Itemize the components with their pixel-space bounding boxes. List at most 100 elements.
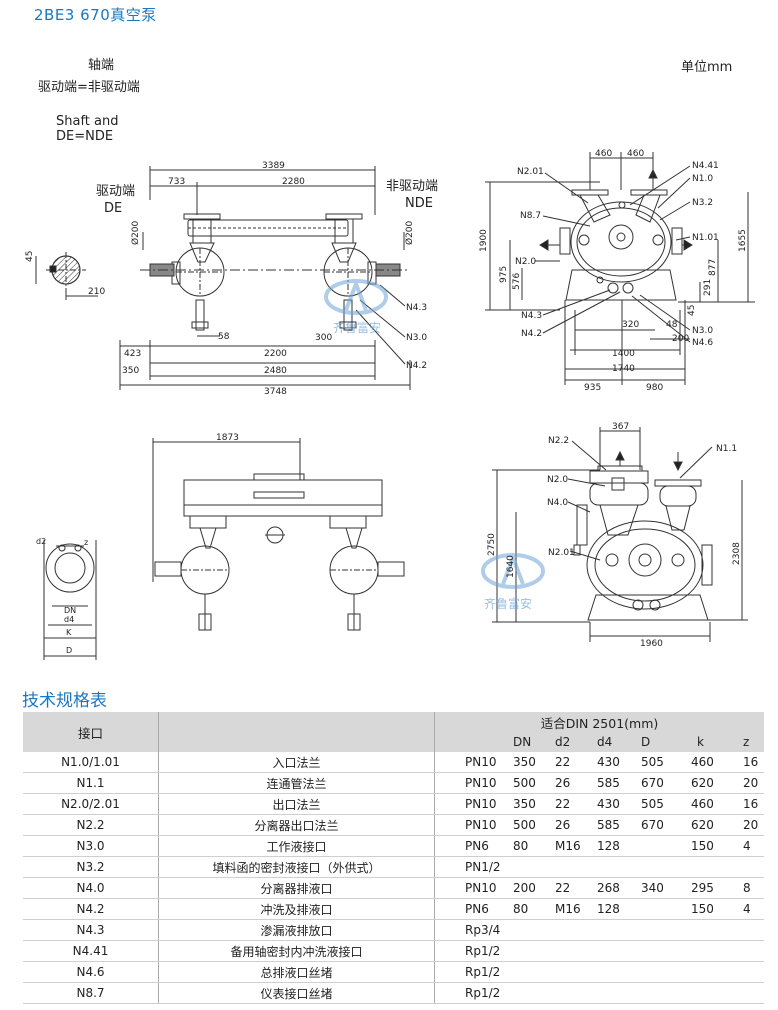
cell-d4: 128 <box>597 835 641 857</box>
cell-pn: Rp1/2 <box>434 940 513 962</box>
nde-cn-label: 非驱动端 <box>386 179 438 194</box>
cell-d4: 268 <box>597 877 641 899</box>
dim-975: 975 <box>499 266 509 283</box>
cell-desc: 入口法兰 <box>158 752 435 773</box>
page-title: 2BE3 670真空泵 <box>34 6 157 24</box>
cell-desc: 仪表接口丝堵 <box>158 982 435 1004</box>
col-header-din: 适合DIN 2501(mm) <box>434 712 764 732</box>
callout-n22: N2.2 <box>548 436 569 446</box>
cell-k: 620 <box>691 814 743 836</box>
cell-D <box>641 961 691 983</box>
cell-pn: Rp1/2 <box>434 982 513 1004</box>
dim-200-left: Ø200 <box>130 220 141 245</box>
dim-200-right: Ø200 <box>404 220 415 245</box>
cell-port: N2.2 <box>23 814 159 836</box>
dim-3389: 3389 <box>262 161 285 171</box>
cell-desc: 填料函的密封液接口（外供式） <box>158 856 435 878</box>
symbol-z: z <box>84 538 88 547</box>
cell-D: 505 <box>641 752 691 773</box>
de-cn-label: 驱动端 <box>96 184 135 199</box>
callout-n201: N2.01 <box>517 167 544 177</box>
flange-detail-view <box>43 540 97 660</box>
cell-d2: M16 <box>555 898 597 920</box>
cell-d2 <box>555 982 597 1004</box>
dim-2480: 2480 <box>264 366 287 376</box>
cell-z: 16 <box>743 752 764 773</box>
dim-350: 350 <box>122 366 139 376</box>
cell-z <box>743 856 764 878</box>
cell-z: 4 <box>743 898 764 920</box>
cell-pn: PN10 <box>434 877 513 899</box>
cell-z: 8 <box>743 877 764 899</box>
symbol-k: K <box>66 628 72 637</box>
cell-d4: 430 <box>597 752 641 773</box>
cell-dn <box>513 919 555 941</box>
dim-1655: 1655 <box>738 229 748 252</box>
cell-d4 <box>597 940 641 962</box>
cell-k: 150 <box>691 898 743 920</box>
cell-desc: 工作液接口 <box>158 835 435 857</box>
dim-1900: 1900 <box>479 229 489 252</box>
cell-k: 620 <box>691 772 743 794</box>
cell-d2: M16 <box>555 835 597 857</box>
cell-d4: 430 <box>597 793 641 815</box>
cell-z: 20 <box>743 772 764 794</box>
de-en-label: DE <box>104 201 122 216</box>
cell-k <box>691 919 743 941</box>
cell-desc: 分离器排液口 <box>158 877 435 899</box>
callout-n87: N8.7 <box>520 211 541 221</box>
cell-z <box>743 982 764 1004</box>
callout-n20: N2.0 <box>515 257 536 267</box>
callout-n43-front: N4.3 <box>521 311 542 321</box>
watermark-logo <box>324 278 545 589</box>
cell-D <box>641 982 691 1004</box>
cell-pn: Rp1/2 <box>434 961 513 983</box>
separator-front-view <box>492 427 748 642</box>
dim-48: 48 <box>666 320 678 330</box>
shaft-section-view <box>35 252 98 300</box>
cell-z: 4 <box>743 835 764 857</box>
de-nde-cn-label: 驱动端=非驱动端 <box>38 80 140 95</box>
cell-d4: 585 <box>597 772 641 794</box>
cell-port: N4.0 <box>23 877 159 899</box>
cell-port: N8.7 <box>23 982 159 1004</box>
dim-460-left: 460 <box>595 149 612 159</box>
callout-n11: N1.1 <box>716 444 737 454</box>
cell-dn <box>513 940 555 962</box>
dim-733: 733 <box>168 177 185 187</box>
cell-dn: 500 <box>513 772 555 794</box>
cell-d2 <box>555 961 597 983</box>
col-header-z: z <box>743 732 764 752</box>
dim-210: 210 <box>88 287 105 297</box>
cell-d4 <box>597 961 641 983</box>
shaft-end-label: 轴端 <box>88 58 115 73</box>
side-view <box>119 166 411 390</box>
cell-desc: 连通管法兰 <box>158 772 435 794</box>
dim-45: 45 <box>25 251 35 262</box>
cell-dn: 80 <box>513 898 555 920</box>
cell-dn: 80 <box>513 835 555 857</box>
callout-n10: N1.0 <box>692 174 713 184</box>
cell-D <box>641 940 691 962</box>
cell-desc: 冲洗及排液口 <box>158 898 435 920</box>
cell-port: N1.1 <box>23 772 159 794</box>
spec-table-title: 技术规格表 <box>22 691 107 711</box>
cell-k: 150 <box>691 835 743 857</box>
cell-k <box>691 856 743 878</box>
cell-d2: 22 <box>555 793 597 815</box>
dim-460-right: 460 <box>627 149 644 159</box>
cell-d2 <box>555 856 597 878</box>
col-header-d4: d4 <box>597 732 641 752</box>
cell-port: N3.2 <box>23 856 159 878</box>
cell-dn: 350 <box>513 793 555 815</box>
cell-dn <box>513 982 555 1004</box>
cell-pn: Rp3/4 <box>434 919 513 941</box>
cell-D: 340 <box>641 877 691 899</box>
cell-D <box>641 856 691 878</box>
cell-dn: 200 <box>513 877 555 899</box>
